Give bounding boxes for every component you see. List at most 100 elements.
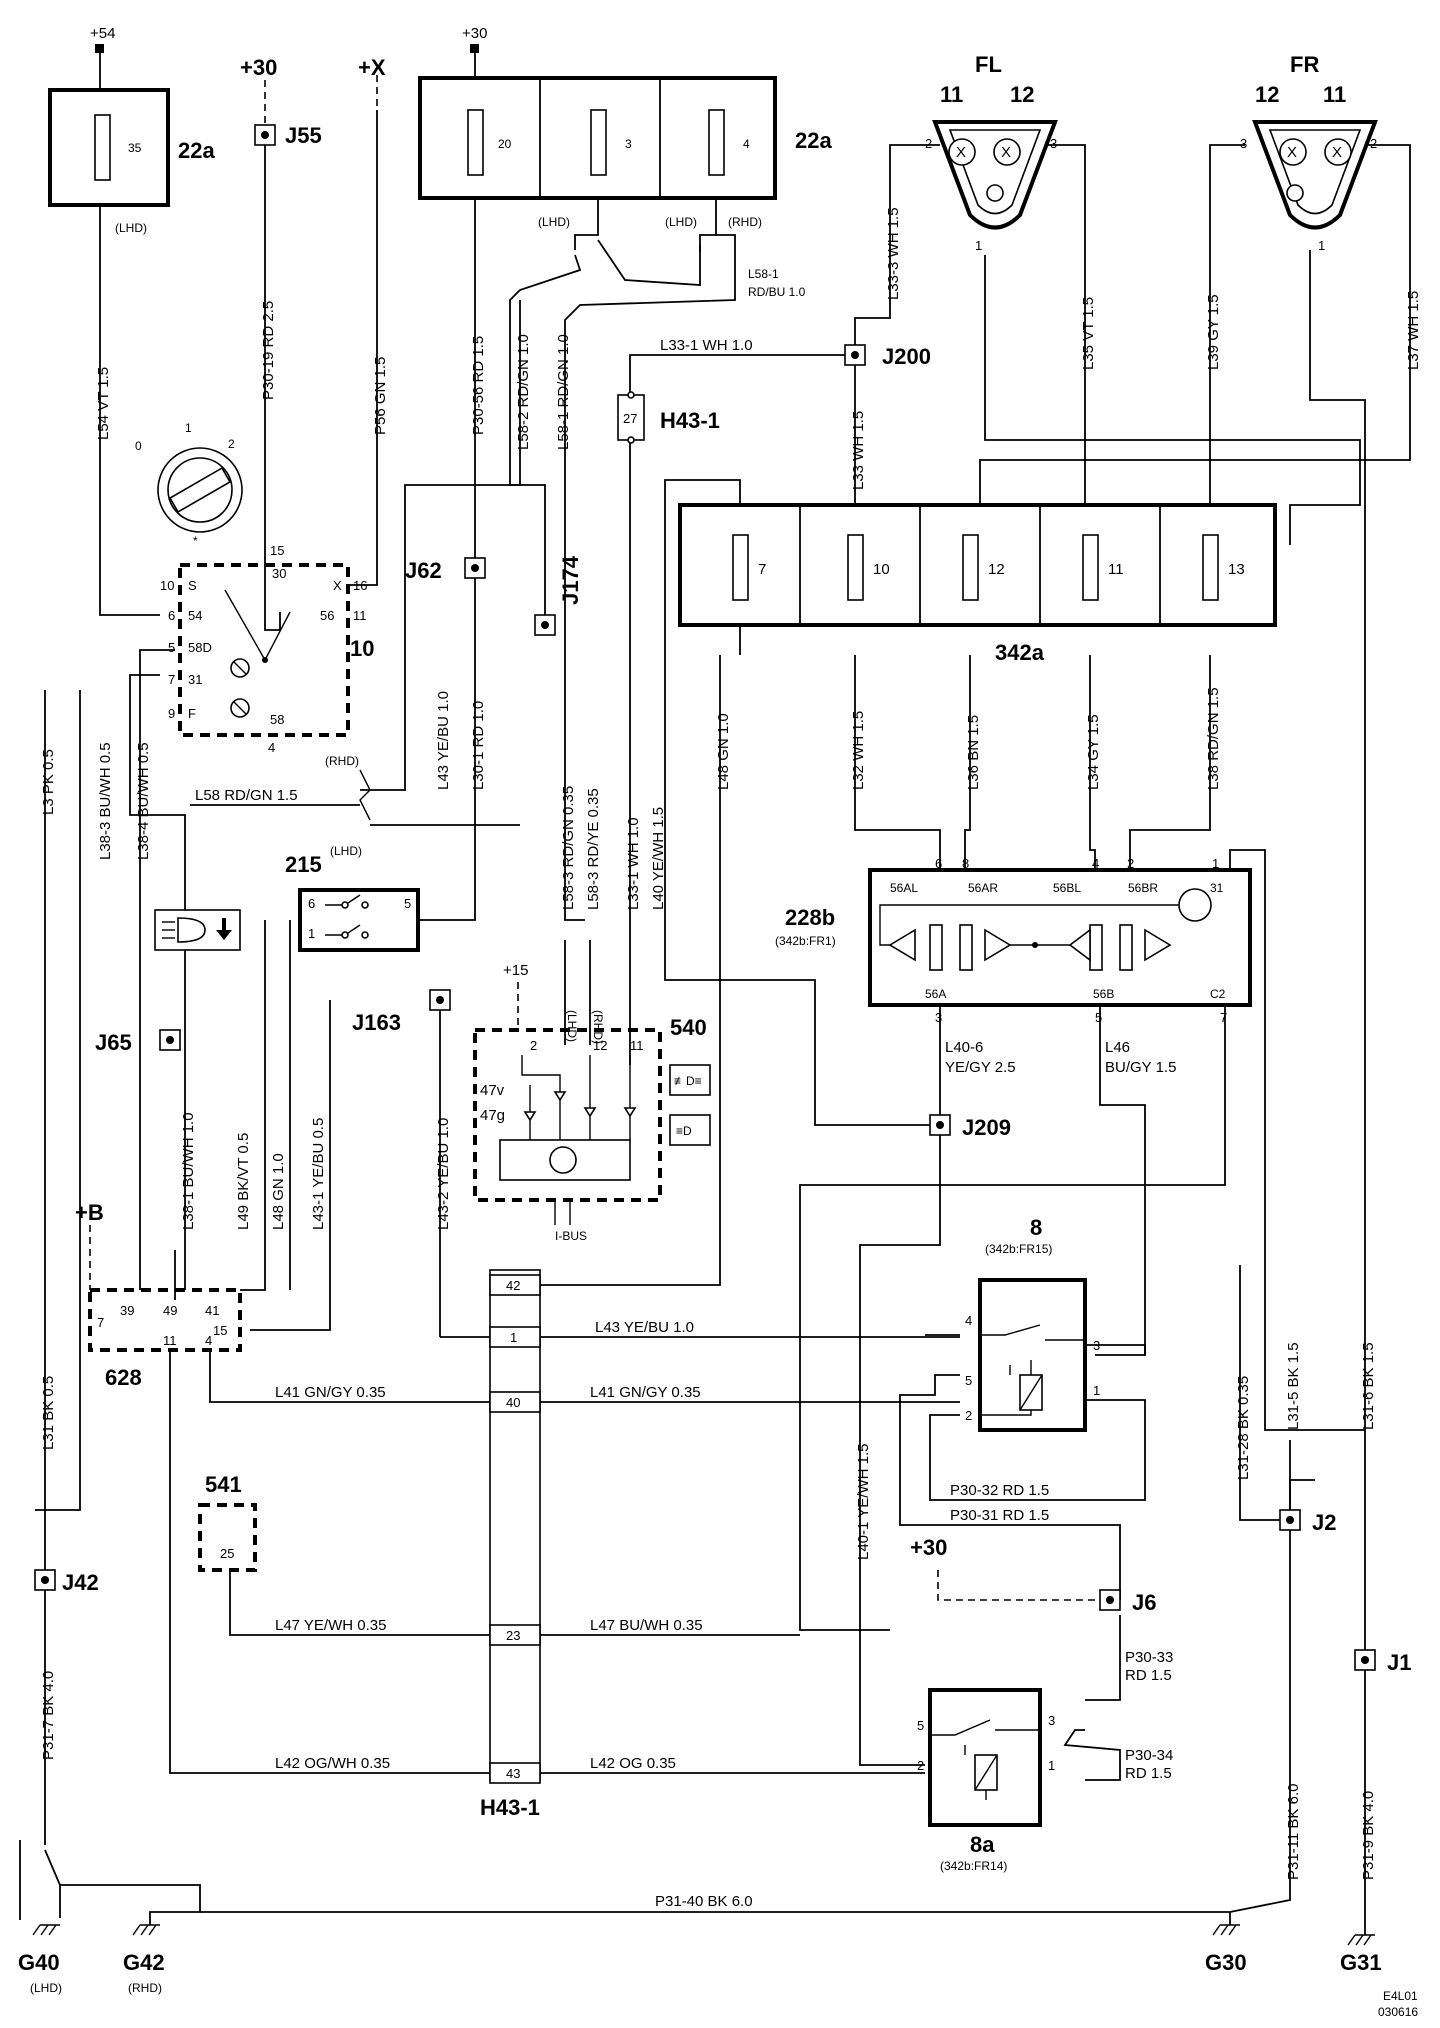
h43-1-pin-23: 23 (506, 1628, 520, 1643)
junction-j1: J1 (1354, 1649, 1411, 1675)
wire-l54: L54 VT 1.5 (95, 367, 112, 440)
relay-8a-pin-5: 5 (917, 1718, 924, 1733)
wire-l38-1: L38-1 BU/WH 1.0 (180, 1112, 197, 1230)
switch-10-pin-30: 30 (272, 566, 286, 581)
wire-l33-3: L33-3 WH 1.5 (885, 207, 902, 300)
switch-10-pin-5: 5 (168, 640, 175, 655)
switch-10-pin-6: 6 (168, 608, 175, 623)
unit-541-name: 541 (205, 1472, 242, 1497)
switch-215-name: 215 (285, 852, 322, 877)
wire-l58: L58 RD/GN 1.5 (195, 787, 298, 804)
doc-code-line1: E4L01 (1383, 1989, 1418, 2003)
junction-j174: J174 (534, 555, 583, 636)
h43-1-bottom-label: H43-1 (480, 1795, 540, 1820)
wire-p30-34-spec: RD 1.5 (1125, 1765, 1172, 1782)
unit-628-name: 628 (105, 1365, 142, 1390)
switch-10-pin-54: 54 (188, 608, 202, 623)
wire-p31-11: P31-11 BK 6.0 (1285, 1784, 1302, 1880)
panel-540-name: 540 (670, 1015, 707, 1040)
wire-l40-6-code: L40-6 (945, 1039, 983, 1056)
unit-628-pin-15: 15 (213, 1323, 227, 1338)
wire-l31-5: L31-5 BK 1.5 (1285, 1342, 1302, 1430)
fuse-35-label: 35 (128, 141, 142, 155)
h43-1-pin-27: 27 (623, 411, 637, 426)
wire-l33-1-v: L33-1 WH 1.0 (625, 817, 642, 910)
lamp-fr: FR 12 11 X X 3 2 1 (1240, 52, 1378, 253)
wire-l40-6-spec: YE/GY 2.5 (945, 1059, 1016, 1076)
unit-628-pin-4: 4 (205, 1333, 212, 1348)
fuse-35-note: (LHD) (115, 221, 147, 235)
wire-l31: L31 BK 0.5 (40, 1376, 57, 1450)
j65-label: J65 (95, 1030, 132, 1055)
lamp-fl-pin-12: 12 (1010, 82, 1034, 107)
module-228b-pin-5: 5 (1095, 1010, 1102, 1025)
wire-l40-1: L40-1 YE/WH 1.5 (855, 1444, 872, 1560)
switch-10-pin-11: 11 (353, 608, 367, 623)
wire-l40: L40 YE/WH 1.5 (650, 807, 667, 910)
module-228b: 228b (342b:FR1) 6 8 4 2 1 56AL 56AR 56BL… (775, 856, 1252, 1025)
unit-541-pin-25: 25 (220, 1546, 234, 1561)
wire-l58-1-code: L58-1 (748, 267, 779, 281)
wire-labels: L54 VT 1.5 P30-19 RD 2.5 P56 GN 1.5 P30-… (40, 207, 1422, 1910)
connector-h43-1-bottom: 42 1 40 23 43 H43-1 (480, 1269, 541, 1820)
module-228b-label-c2: C2 (1210, 987, 1226, 1001)
unit-628-pin-49: 49 (163, 1303, 177, 1318)
supply-b-label: +B (75, 1200, 104, 1225)
fuse-10-label: 10 (873, 561, 890, 578)
switch-215-pin-5: 5 (404, 896, 411, 911)
relay-8: 8 (342b:FR15) 4 3 5 1 2 (965, 1215, 1100, 1432)
g40-label: G40 (18, 1950, 60, 1975)
unit-628-pin-11: 11 (163, 1333, 177, 1348)
supply-x-label: +X (358, 55, 386, 80)
wire-l46-code: L46 (1105, 1039, 1130, 1056)
wire-p56: P56 GN 1.5 (372, 357, 389, 435)
junction-j62: J62 (405, 557, 486, 583)
lamp-fl-bulb-a-icon: X (956, 144, 966, 161)
wire-l47-right: L47 BU/WH 0.35 (590, 1617, 703, 1634)
wire-l34: L34 GY 1.5 (1085, 714, 1102, 790)
switch-10-pin-7: 7 (168, 672, 175, 687)
relay-8a-pin-1: 1 (1048, 1758, 1055, 1773)
svg-text:≢D≡: ≢D≡ (674, 1074, 702, 1088)
junction-j65: J65 (95, 1029, 181, 1055)
relay-8a-ref: (342b:FR14) (940, 1859, 1007, 1873)
wire-l30-1: L30-1 RD 1.0 (470, 701, 487, 790)
wire-p30-32: P30-32 RD 1.5 (950, 1482, 1049, 1499)
lamp-fr-conn-2: 2 (1370, 136, 1377, 151)
wire-l31-6: L31-6 BK 1.5 (1360, 1342, 1377, 1430)
svg-text:0: 0 (135, 439, 142, 453)
wire-l47-left: L47 YE/WH 0.35 (275, 1617, 386, 1634)
switch-215: 215 6 5 1 (285, 852, 420, 952)
led-47g-label: 47g (480, 1107, 505, 1124)
g30-label: G30 (1205, 1950, 1247, 1975)
fuse-box-342a-name: 342a (995, 640, 1045, 665)
module-228b-name: 228b (785, 905, 835, 930)
module-228b-pin-1: 1 (1212, 856, 1219, 871)
lamp-fr-bulb-a-icon: X (1287, 144, 1297, 161)
lamp-fr-conn-1: 1 (1318, 238, 1325, 253)
supply-54-label: +54 (90, 25, 115, 42)
module-228b-label-56br: 56BR (1128, 881, 1158, 895)
j62-label: J62 (405, 558, 442, 583)
wire-l38: L38 RD/GN 1.5 (1205, 687, 1222, 790)
module-228b-pin-7: 7 (1220, 1010, 1227, 1025)
panel-540: +15 540 2 12 11 47v 47g I-BUS (LHD) (RHD… (473, 962, 707, 1243)
junction-j209: J209 (929, 1114, 1011, 1140)
switch-10-pin-58: 58 (270, 712, 284, 727)
headlamp-range-icon (154, 909, 241, 951)
wire-l43-2: L43-2 YE/BU 1.0 (435, 1118, 452, 1230)
panel-540-pin-2: 2 (530, 1038, 537, 1053)
wire-l48-top: L48 GN 1.0 (715, 713, 732, 790)
switch-10-name: 10 (350, 636, 374, 661)
fuse-13-label: 13 (1228, 561, 1245, 578)
j55-label: J55 (285, 123, 322, 148)
supply-30-fuse-label: +30 (462, 25, 487, 42)
lamp-fl-bulb-b-icon: X (1001, 144, 1011, 161)
relay-8a-pin-3: 3 (1048, 1713, 1055, 1728)
fuse-20-label: 20 (498, 137, 512, 151)
relay-8a: 5 3 2 1 8a (342b:FR14) (917, 1688, 1055, 1873)
wire-l43-1: L43-1 YE/BU 0.5 (310, 1118, 327, 1230)
wire-p30-56: P30-56 RD 1.5 (470, 336, 487, 435)
module-228b-label-56a: 56A (925, 987, 946, 1001)
